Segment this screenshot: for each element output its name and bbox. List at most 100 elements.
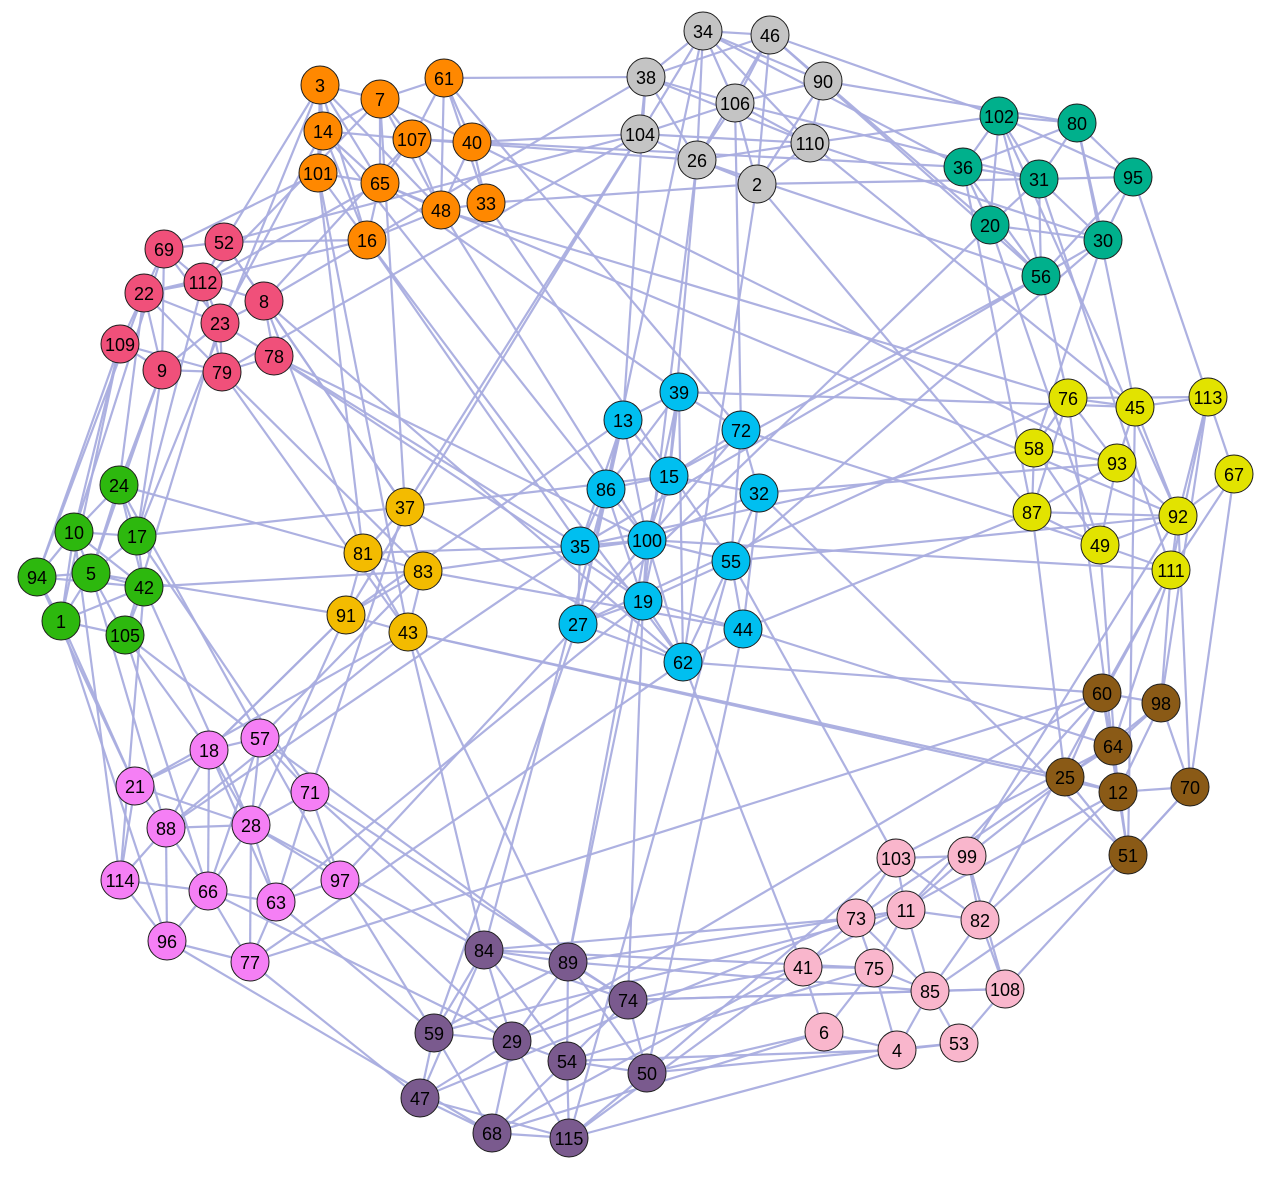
node-66: 66 xyxy=(188,871,228,911)
edge-102-95 xyxy=(998,114,1134,179)
node-36: 36 xyxy=(943,147,983,187)
node-label: 63 xyxy=(266,893,286,913)
edge-69-101 xyxy=(163,172,319,250)
node-54: 54 xyxy=(547,1041,587,1081)
node-label: 95 xyxy=(1123,168,1143,188)
node-53: 53 xyxy=(939,1023,979,1063)
edge-111-98 xyxy=(1159,569,1173,704)
node-label: 86 xyxy=(596,480,616,500)
edge-113-98 xyxy=(1159,396,1210,704)
node-circle xyxy=(1083,220,1123,260)
edge-36-80 xyxy=(962,121,1078,169)
edge-21-43 xyxy=(134,631,409,787)
edge-9-17 xyxy=(135,369,164,537)
node-label: 11 xyxy=(897,901,916,921)
node-97: 97 xyxy=(320,860,360,900)
node-64: 64 xyxy=(1093,726,1133,766)
node-label: 45 xyxy=(1125,398,1145,418)
node-label: 85 xyxy=(920,982,940,1002)
edge-61-38 xyxy=(443,75,647,80)
node-label: 105 xyxy=(110,626,140,646)
node-circle xyxy=(124,273,164,313)
node-label: 3 xyxy=(315,76,325,96)
edge-70-108 xyxy=(1004,786,1191,990)
node-circle xyxy=(115,766,155,806)
node-102: 102 xyxy=(979,96,1019,136)
node-circle xyxy=(683,11,723,51)
node-75: 75 xyxy=(854,948,894,988)
edge-27-59 xyxy=(432,623,580,1034)
node-34: 34 xyxy=(683,11,723,51)
node-circle xyxy=(254,336,294,376)
edge-88-43 xyxy=(165,631,409,829)
node-circle xyxy=(1014,428,1054,468)
edge-56-35 xyxy=(579,275,1042,547)
node-label: 5 xyxy=(86,564,96,584)
node-circle xyxy=(560,526,600,566)
node-circle xyxy=(244,281,284,321)
edge-104-52 xyxy=(223,132,641,244)
node-label: 1 xyxy=(56,612,66,632)
node-label: 84 xyxy=(474,941,494,961)
edge-46-102 xyxy=(769,33,1000,118)
node-57: 57 xyxy=(240,718,280,758)
node-5: 5 xyxy=(71,553,111,593)
edge-17-71 xyxy=(136,535,311,793)
node-label: 64 xyxy=(1103,737,1123,757)
edge-42-28 xyxy=(142,586,253,826)
node-label: 72 xyxy=(731,421,751,441)
edge-63-59 xyxy=(275,901,435,1034)
node-43: 43 xyxy=(388,612,428,652)
edge-100-62 xyxy=(645,539,685,663)
node-113: 113 xyxy=(1188,377,1228,417)
node-circle xyxy=(54,512,94,552)
node-label: 49 xyxy=(1090,536,1110,556)
node-13: 13 xyxy=(603,400,643,440)
node-circle xyxy=(1151,550,1191,590)
node-8: 8 xyxy=(244,281,284,321)
node-label: 65 xyxy=(370,174,390,194)
node-61: 61 xyxy=(424,58,464,98)
node-label: 70 xyxy=(1180,778,1200,798)
node-circle xyxy=(146,808,186,848)
node-39: 39 xyxy=(659,372,699,412)
node-circle xyxy=(723,609,763,649)
node-circle xyxy=(877,1030,917,1070)
edge-109-94 xyxy=(35,343,122,578)
edge-92-99 xyxy=(966,515,1179,857)
node-24: 24 xyxy=(99,465,139,505)
edge-66-29 xyxy=(207,890,513,1042)
edge-33-2 xyxy=(485,182,758,205)
node-label: 10 xyxy=(64,523,84,543)
edge-29-60 xyxy=(511,692,1103,1042)
node-label: 12 xyxy=(1108,783,1128,803)
node-circle xyxy=(943,147,983,187)
edge-30-58 xyxy=(1032,239,1105,449)
node-label: 79 xyxy=(212,363,232,383)
node-circle xyxy=(910,971,950,1011)
node-circle xyxy=(183,262,223,302)
node-51: 51 xyxy=(1108,835,1148,875)
node-label: 34 xyxy=(693,22,713,42)
edge-78-35 xyxy=(273,355,581,547)
node-label: 68 xyxy=(482,1124,502,1144)
node-60: 60 xyxy=(1082,673,1122,713)
edge-87-25 xyxy=(1030,511,1067,778)
node-label: 40 xyxy=(462,133,482,153)
node-circle xyxy=(586,469,626,509)
edge-71-84 xyxy=(309,791,485,951)
node-label: 32 xyxy=(749,484,769,504)
node-label: 33 xyxy=(476,194,496,214)
edge-18-66 xyxy=(206,749,211,892)
node-29: 29 xyxy=(492,1021,532,1061)
node-label: 46 xyxy=(760,26,780,46)
node-circle xyxy=(970,205,1010,245)
node-label: 2 xyxy=(752,175,762,195)
edge-34-26 xyxy=(695,30,705,161)
node-label: 83 xyxy=(413,562,433,582)
node-32: 32 xyxy=(739,473,779,513)
node-label: 22 xyxy=(134,284,154,304)
node-25: 25 xyxy=(1045,757,1085,797)
edge-79-43 xyxy=(221,371,409,633)
edge-33-55 xyxy=(485,202,732,562)
